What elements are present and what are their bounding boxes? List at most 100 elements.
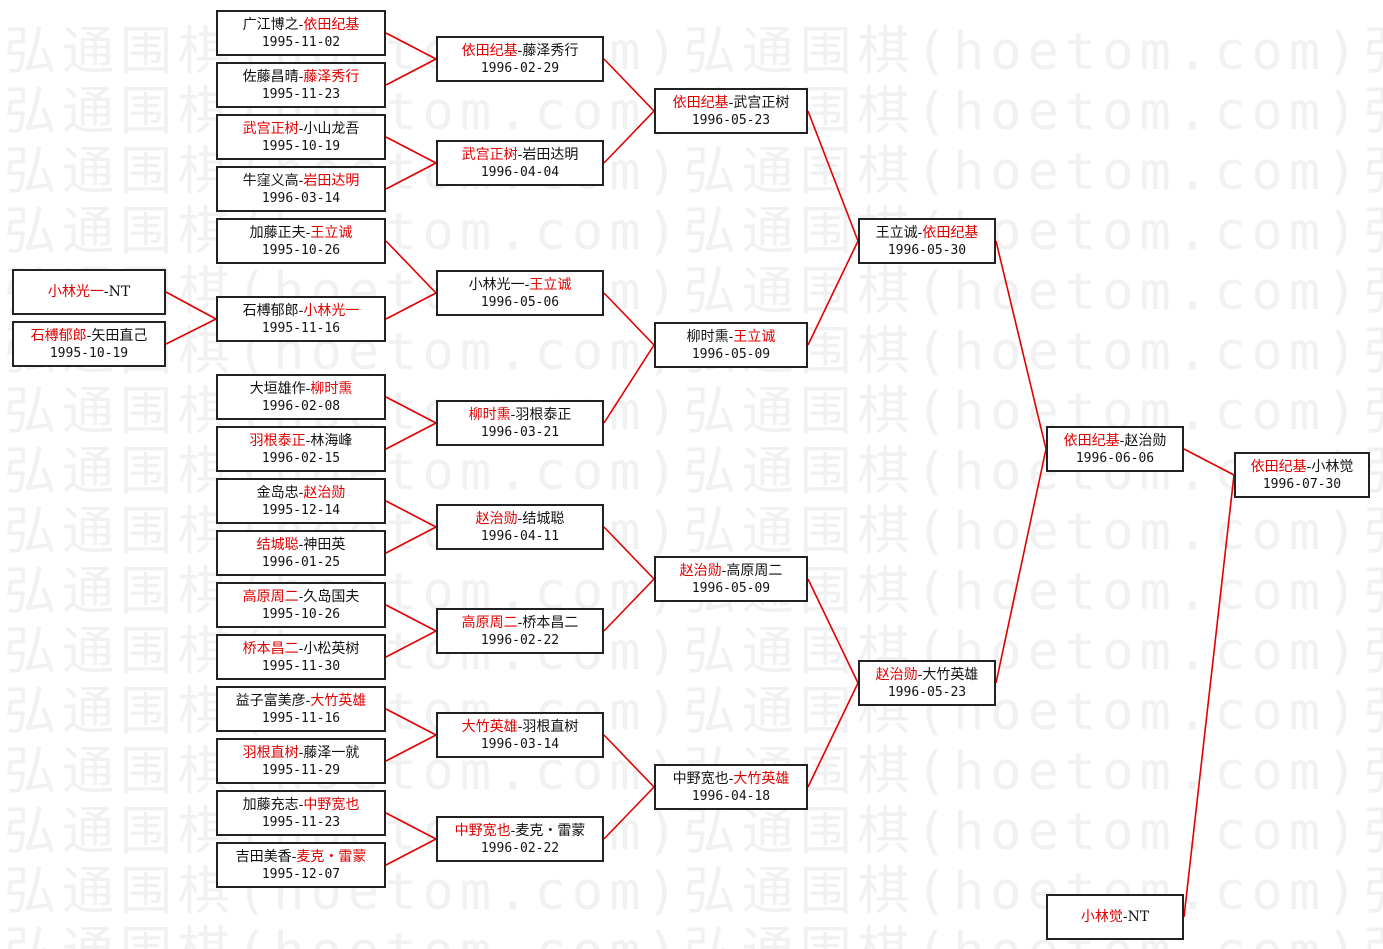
player-separator: - <box>305 380 311 397</box>
player-separator: - <box>524 276 530 293</box>
player-name: 王立诚 <box>733 328 776 345</box>
player-separator: - <box>298 484 304 501</box>
player-separator: - <box>291 848 297 865</box>
connector-r1_14-r2_7 <box>385 734 437 762</box>
player-name: 武宫正树 <box>461 146 518 163</box>
match-box: 小林觉-NT <box>1046 894 1184 940</box>
match-date: 1995-11-16 <box>261 710 341 726</box>
player-name: 结城聪 <box>256 536 299 553</box>
connector-r1_2-r2_1 <box>385 58 437 86</box>
player-separator: - <box>305 432 311 449</box>
player-name: 中野宽也 <box>672 770 729 787</box>
match-players: 小林光一-王立诚 <box>469 276 572 294</box>
match-date: 1996-04-11 <box>480 528 560 544</box>
match-players: 依田纪基-武宫正树 <box>673 94 790 112</box>
player-name: 武宫正树 <box>733 94 790 111</box>
player-name: 佐藤昌晴 <box>242 68 299 85</box>
match-date: 1996-05-30 <box>887 242 967 258</box>
player-separator: - <box>517 42 523 59</box>
player-name: 依田纪基 <box>1250 458 1307 475</box>
player-name: 小松英树 <box>303 640 360 657</box>
match-date: 1995-11-02 <box>261 34 341 50</box>
match-players: 小林光一-NT <box>48 283 130 301</box>
player-name: 小山龙吾 <box>303 120 360 137</box>
match-players: 赵治勋-结城聪 <box>476 510 565 528</box>
player-name: 石榑郁郎 <box>242 302 299 319</box>
connector-r2_1-r3_1 <box>603 58 655 112</box>
match-date: 1995-11-30 <box>261 658 341 674</box>
player-name: 小林光一 <box>47 284 104 300</box>
connector-r3_2-r4_1 <box>807 240 859 346</box>
player-separator: - <box>917 224 923 241</box>
player-separator: - <box>305 224 311 241</box>
match-date: 1995-10-19 <box>49 345 129 361</box>
player-name: 小林光一 <box>468 276 525 293</box>
match-date: 1996-03-14 <box>261 190 341 206</box>
player-separator: - <box>298 536 304 553</box>
player-name: 大竹英雄 <box>733 770 790 787</box>
match-players: 羽根泰正-林海峰 <box>250 432 353 450</box>
match-players: 中野宽也-麦克・雷蒙 <box>455 822 586 840</box>
match-players: 金岛忠-赵治勋 <box>257 484 346 502</box>
player-name: 羽根直树 <box>242 744 299 761</box>
player-name: 大竹英雄 <box>922 666 979 683</box>
player-separator: - <box>728 328 734 345</box>
match-players: 依田纪基-小林觉 <box>1251 458 1354 476</box>
match-players: 桥本昌二-小松英树 <box>243 640 360 658</box>
connector-r0b-r1_6 <box>165 318 217 345</box>
player-separator: - <box>517 718 523 735</box>
connector-r1_1-r2_1 <box>385 32 437 60</box>
match-players: 结城聪-神田英 <box>257 536 346 554</box>
match-date: 1995-10-19 <box>261 138 341 154</box>
player-name: 赵治勋 <box>303 484 346 501</box>
connector-r1_11-r2_6 <box>385 604 437 632</box>
connector-r2_6-r3_3 <box>603 578 655 632</box>
match-players: 依田纪基-赵治勋 <box>1064 432 1167 450</box>
player-separator: - <box>298 796 304 813</box>
match-date: 1996-03-14 <box>480 736 560 752</box>
player-name: 王立诚 <box>875 224 918 241</box>
player-name: 大竹英雄 <box>461 718 518 735</box>
match-players: 赵治勋-大竹英雄 <box>876 666 979 684</box>
player-separator: - <box>517 614 523 631</box>
player-name: 岩田达明 <box>522 146 579 163</box>
connector-r4_1-r5_1 <box>995 240 1047 450</box>
player-name: 柳时熏 <box>310 380 353 397</box>
match-players: 加藤正夫-王立诚 <box>250 224 353 242</box>
connector-r1_15-r2_8 <box>385 812 437 840</box>
player-name: 金岛忠 <box>256 484 299 501</box>
connector-r1_12-r2_6 <box>385 630 437 658</box>
match-players: 羽根直树-藤泽一就 <box>243 744 360 762</box>
connector-r3_3-r4_2 <box>807 578 859 684</box>
match-date: 1996-03-21 <box>480 424 560 440</box>
match-players: 石榑郁郎-矢田直己 <box>31 327 148 345</box>
player-name: 藤泽秀行 <box>303 68 360 85</box>
match-players: 大垣雄作-柳时熏 <box>250 380 353 398</box>
connector-r2_8-r3_4 <box>603 786 655 840</box>
player-separator: - <box>1119 432 1125 449</box>
player-name: 石榑郁郎 <box>30 327 87 344</box>
player-separator: - <box>305 692 311 709</box>
match-players: 武宫正树-小山龙吾 <box>243 120 360 138</box>
match-players: 佐藤昌晴-藤泽秀行 <box>243 68 360 86</box>
player-separator: - <box>298 302 304 319</box>
player-name: 广江博之 <box>242 16 299 33</box>
player-name: 久岛国夫 <box>303 588 360 605</box>
connector-r2_7-r3_4 <box>603 734 655 788</box>
match-players: 武宫正树-岩田达明 <box>462 146 579 164</box>
match-players: 柳时熏-羽根泰正 <box>469 406 572 424</box>
player-name: 加藤正夫 <box>249 224 306 241</box>
player-separator: - <box>517 510 523 527</box>
player-separator: - <box>298 68 304 85</box>
